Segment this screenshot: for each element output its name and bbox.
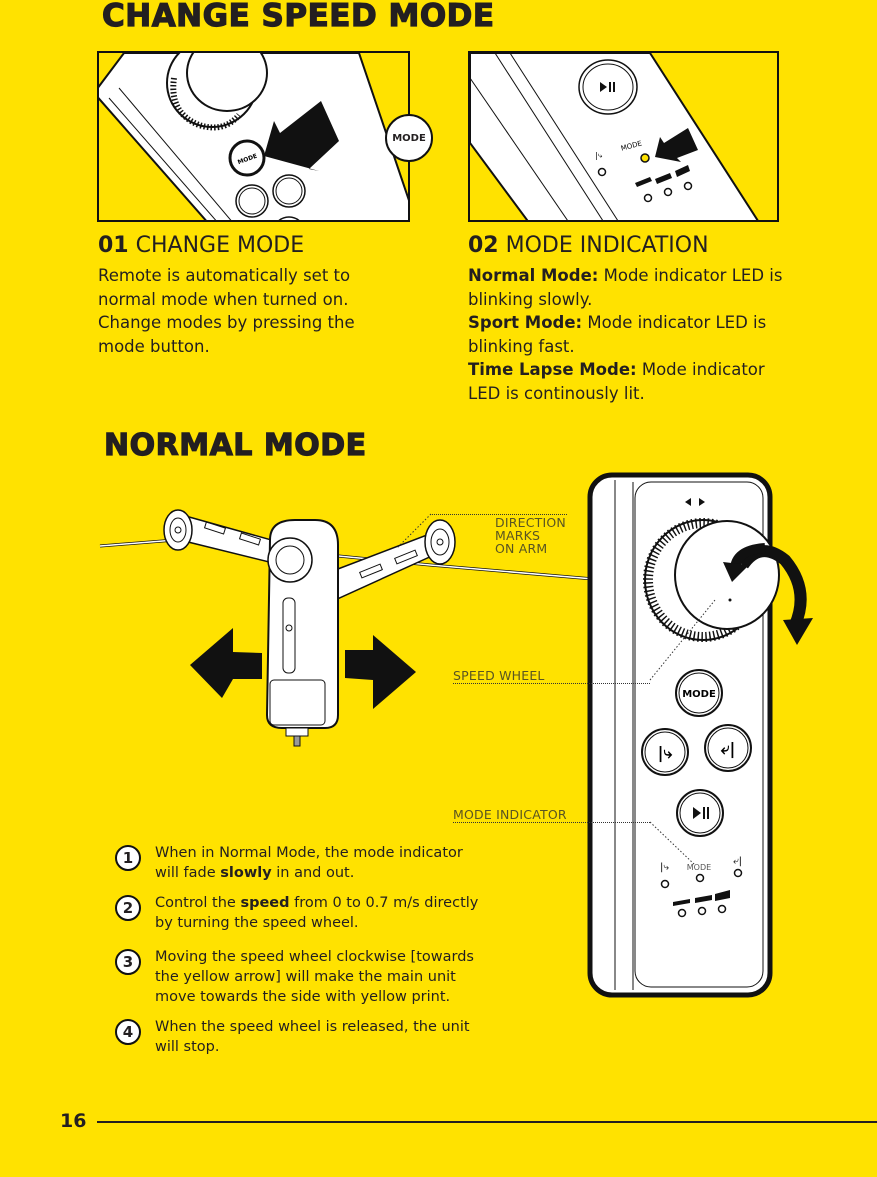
- leader-line-diagonal: [396, 513, 432, 549]
- remote-indicator-illustration: MODE |⤷: [470, 53, 759, 220]
- step-number-badge: 4: [115, 1019, 141, 1045]
- pulley-left-icon: [163, 509, 193, 551]
- normal-mode-steps-list: 1 When in Normal Mode, the mode indicato…: [115, 843, 485, 1067]
- section-heading-change-mode: 01 CHANGE MODE: [98, 233, 304, 258]
- section-heading-mode-indication: 02 MODE INDICATION: [468, 233, 709, 258]
- callout-speed-wheel: SPEED WHEEL: [453, 668, 545, 683]
- list-item: 4 When the speed wheel is released, the …: [115, 1017, 485, 1057]
- svg-text:|⤷: |⤷: [660, 862, 669, 873]
- remote-control-illustration: MODE |⤷ ⤶| |⤷ MODE ⤶|: [587, 472, 813, 998]
- section-body-mode-indication: Normal Mode: Mode indicator LED is blink…: [468, 264, 788, 405]
- svg-text:⤶|: ⤶|: [733, 856, 742, 867]
- mode-item-normal: Normal Mode: Mode indicator LED is blink…: [468, 266, 783, 309]
- illustration-mode-indication: MODE |⤷: [468, 51, 779, 222]
- play-pause-icon: [578, 59, 638, 115]
- arrow-left-icon: [190, 628, 262, 698]
- remote-closeup-illustration: MODE: [99, 53, 408, 220]
- dolly-unit-illustration: [99, 509, 606, 747]
- page-title-change-speed-mode: CHANGE SPEED MODE: [101, 0, 495, 35]
- leader-line: [453, 822, 650, 823]
- mode-led-icon: [640, 153, 650, 163]
- mode-item-time-lapse: Time Lapse Mode: Mode indicator LED is c…: [468, 360, 765, 403]
- leader-line: [453, 683, 650, 684]
- jump-end-button-icon: ⤶|: [704, 724, 752, 772]
- callout-mode-indicator: MODE INDICATOR: [453, 807, 567, 822]
- step-text: Control the speed from 0 to 0.7 m/s dire…: [155, 895, 479, 931]
- svg-text:⤶|: ⤶|: [721, 739, 736, 759]
- svg-text:|⤷: |⤷: [658, 743, 674, 763]
- section-title: CHANGE MODE: [135, 233, 305, 258]
- step-text: Moving the speed wheel clockwise [toward…: [155, 949, 474, 1005]
- list-item: 2 Control the speed from 0 to 0.7 m/s di…: [115, 893, 485, 933]
- leader-line: [430, 514, 567, 515]
- step-text: When the speed wheel is released, the un…: [155, 1019, 470, 1055]
- play-pause-button-icon: [676, 789, 724, 837]
- section-body-change-mode: Remote is automatically set to normal mo…: [98, 266, 355, 356]
- callout-direction-marks: DIRECTION MARKS ON ARM: [495, 515, 566, 556]
- page-number: 16: [60, 1110, 87, 1132]
- jump-start-button-icon: |⤷: [641, 728, 689, 776]
- step-number-badge: 2: [115, 895, 141, 921]
- step-number-badge: 1: [115, 845, 141, 871]
- step-text: When in Normal Mode, the mode indicator …: [155, 845, 463, 881]
- section-title-normal-mode: NORMAL MODE: [103, 427, 367, 463]
- section-number: 02: [468, 233, 499, 258]
- pulley-right-icon: [424, 519, 456, 565]
- list-item: 1 When in Normal Mode, the mode indicato…: [115, 843, 485, 883]
- mode-led-icon: [695, 873, 705, 883]
- mode-button-callout: MODE: [385, 114, 433, 162]
- arrow-right-icon: [345, 635, 416, 709]
- svg-text:MODE: MODE: [687, 863, 711, 872]
- list-item: 3 Moving the speed wheel clockwise [towa…: [115, 947, 485, 1007]
- speed-wheel-icon: [166, 53, 268, 131]
- footer-divider: [97, 1121, 877, 1123]
- section-number: 01: [98, 233, 129, 258]
- mode-button-label: MODE: [682, 689, 716, 700]
- mode-item-sport: Sport Mode: Mode indicator LED is blinki…: [468, 313, 767, 356]
- svg-text:|⤷: |⤷: [595, 151, 603, 160]
- section-title: MODE INDICATION: [505, 233, 709, 258]
- step-number-badge: 3: [115, 949, 141, 975]
- illustration-change-mode: MODE: [97, 51, 410, 222]
